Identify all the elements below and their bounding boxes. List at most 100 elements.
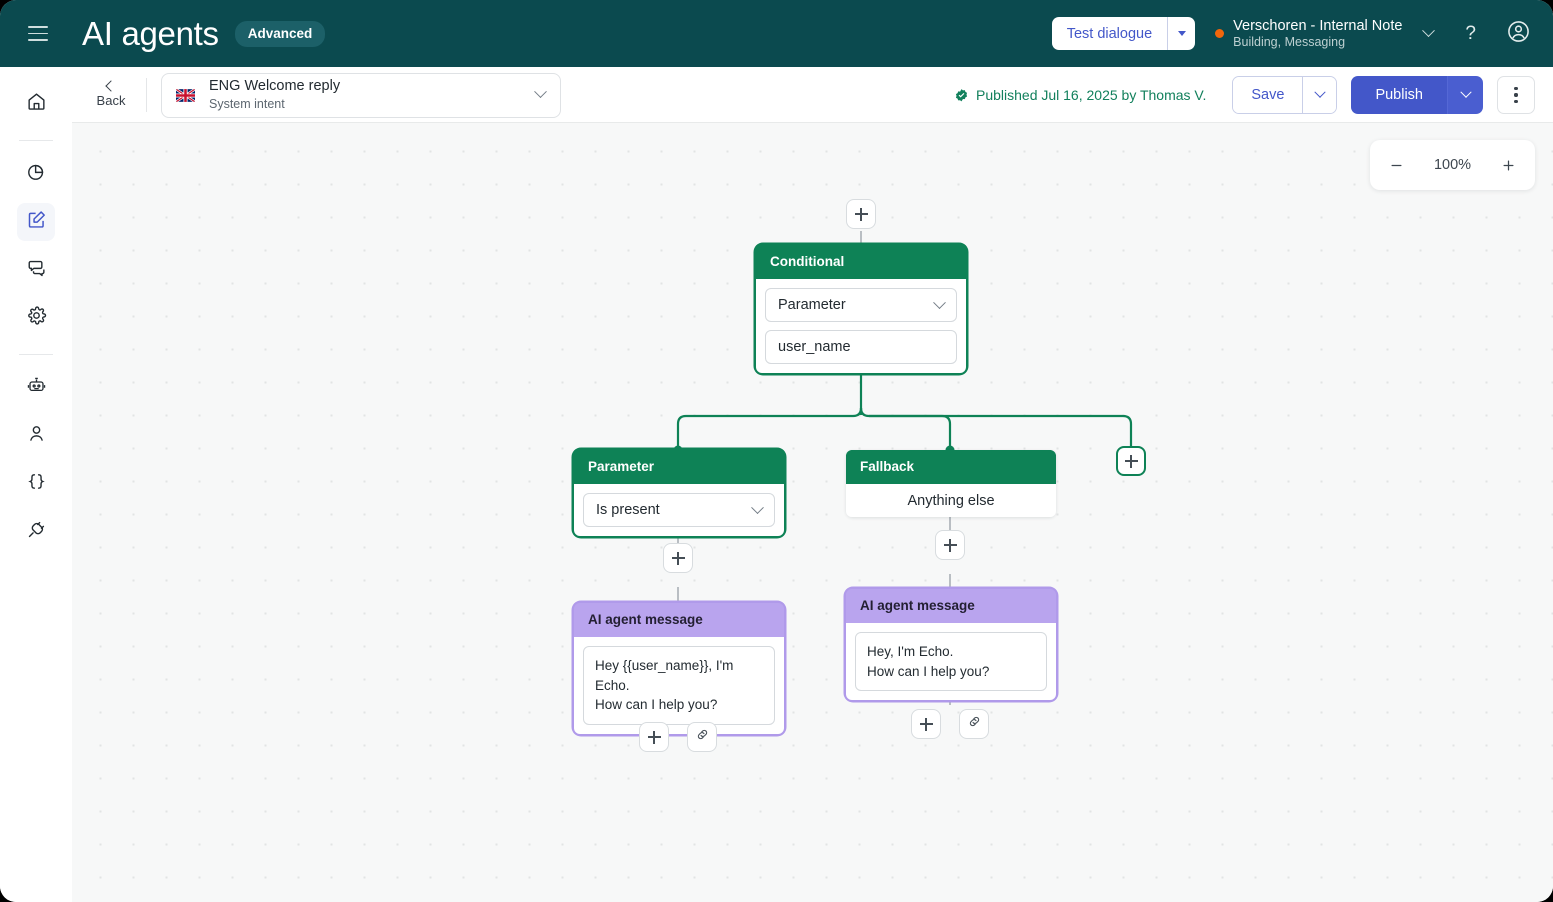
- analytics-pie-icon: [26, 161, 47, 187]
- zoom-control: 100%: [1370, 140, 1535, 190]
- add-node-button-top[interactable]: [846, 199, 876, 229]
- plus-icon: [854, 207, 868, 221]
- node-branch-fallback-title: Fallback: [846, 450, 1056, 484]
- link-node-button-parameter-end[interactable]: [687, 722, 717, 752]
- intent-title: ENG Welcome reply: [209, 78, 341, 95]
- node-conditional[interactable]: Conditional Parameter user_name: [756, 245, 966, 373]
- node-message-fallback[interactable]: AI agent message Hey, I'm Echo. How can …: [846, 589, 1056, 701]
- zoom-in-button[interactable]: [1494, 150, 1524, 180]
- zoom-out-button[interactable]: [1381, 150, 1411, 180]
- sidebar-item-conversations[interactable]: [17, 251, 55, 289]
- publish-button[interactable]: Publish: [1351, 76, 1447, 114]
- add-node-button-fallback-end[interactable]: [911, 709, 941, 739]
- plus-icon: [671, 551, 685, 565]
- more-vertical-icon[interactable]: [1497, 76, 1535, 114]
- sidebar-item-settings[interactable]: [17, 299, 55, 337]
- code-braces-icon: [26, 471, 47, 497]
- link-node-button-fallback-end[interactable]: [959, 709, 989, 739]
- add-node-button-fallback-branch[interactable]: [935, 530, 965, 560]
- add-node-button-parameter-branch[interactable]: [663, 543, 693, 573]
- sidebar-item-developer[interactable]: [17, 465, 55, 503]
- conditional-parameter-value: user_name: [778, 339, 851, 355]
- save-dropdown-toggle[interactable]: [1302, 77, 1337, 113]
- intent-subtitle: System intent: [209, 97, 285, 112]
- chevron-down-icon: [534, 85, 547, 104]
- sidebar-divider: [19, 140, 53, 141]
- message-fallback-text[interactable]: Hey, I'm Echo. How can I help you?: [855, 632, 1047, 692]
- plus-icon: [919, 717, 933, 731]
- published-status-text: Published Jul 16, 2025 by Thomas V.: [975, 87, 1207, 103]
- node-conditional-title: Conditional: [756, 245, 966, 279]
- node-branch-parameter-title: Parameter: [574, 450, 784, 484]
- caret-down-icon: [1177, 31, 1186, 36]
- node-message-parameter-title: AI agent message: [574, 603, 784, 637]
- conditional-type-value: Parameter: [778, 297, 846, 313]
- publish-group: Publish: [1351, 76, 1483, 114]
- flow-edges: [673, 231, 1133, 718]
- message-parameter-text[interactable]: Hey {{user_name}}, I'm Echo. How can I h…: [583, 646, 775, 725]
- home-icon: [26, 91, 47, 117]
- chevron-left-icon: [105, 80, 117, 92]
- back-button[interactable]: Back: [86, 80, 136, 108]
- sidebar-item-bots[interactable]: [17, 369, 55, 407]
- test-dialogue-dropdown-toggle[interactable]: [1167, 17, 1195, 50]
- publish-dropdown-toggle[interactable]: [1447, 76, 1483, 114]
- chevron-down-icon[interactable]: [1422, 24, 1436, 38]
- test-dialogue-button[interactable]: Test dialogue: [1052, 17, 1167, 50]
- account-circle-icon[interactable]: [1506, 19, 1531, 49]
- zoom-level-label: 100%: [1433, 157, 1472, 173]
- node-branch-fallback[interactable]: Fallback Anything else: [846, 450, 1056, 517]
- uk-flag-icon: [176, 88, 195, 102]
- robot-icon: [26, 375, 47, 401]
- conditional-type-select[interactable]: Parameter: [765, 288, 957, 322]
- sidebar-divider-2: [19, 354, 53, 355]
- edit-square-icon: [26, 209, 47, 235]
- node-message-fallback-title: AI agent message: [846, 589, 1056, 623]
- hamburger-icon[interactable]: [28, 21, 54, 47]
- toolbar-bottom-border: [72, 122, 1553, 123]
- sidebar-item-users[interactable]: [17, 417, 55, 455]
- node-branch-parameter[interactable]: Parameter Is present: [574, 450, 784, 536]
- branch-fallback-value: Anything else: [846, 484, 1056, 517]
- header-actions: Test dialogue Verschoren - Internal Note…: [1051, 17, 1553, 51]
- sidebar-item-home[interactable]: [17, 85, 55, 123]
- editor-toolbar: Back ENG Welcome reply System intent: [72, 67, 1553, 123]
- back-label: Back: [96, 93, 126, 108]
- intent-selector[interactable]: ENG Welcome reply System intent: [161, 72, 561, 118]
- chevron-down-icon: [751, 500, 764, 514]
- link-chain-icon: [967, 714, 982, 734]
- left-sidebar: [0, 67, 72, 902]
- sidebar-item-builder[interactable]: [17, 203, 55, 241]
- page-title: AI agents: [82, 15, 219, 52]
- chevron-down-icon: [933, 295, 946, 309]
- person-icon: [26, 423, 47, 449]
- chat-bubbles-icon: [26, 257, 47, 283]
- add-branch-button[interactable]: [1116, 446, 1146, 476]
- save-button[interactable]: Save: [1233, 77, 1303, 113]
- help-icon[interactable]: ?: [1465, 22, 1476, 44]
- toolbar-divider: [146, 78, 147, 112]
- published-status: Published Jul 16, 2025 by Thomas V.: [954, 87, 1206, 103]
- save-group: Save: [1232, 76, 1338, 114]
- plug-icon: [26, 519, 47, 545]
- status-dot-icon: [1215, 29, 1225, 38]
- node-message-parameter[interactable]: AI agent message Hey {{user_name}}, I'm …: [574, 603, 784, 734]
- sidebar-item-integrations[interactable]: [17, 513, 55, 551]
- top-header: AI agents Advanced Test dialogue Verscho…: [0, 0, 1553, 67]
- branch-parameter-condition-select[interactable]: Is present: [583, 493, 775, 527]
- verified-check-icon: [954, 88, 969, 103]
- add-node-button-parameter-end[interactable]: [639, 722, 669, 752]
- plus-icon: [647, 730, 661, 744]
- gear-icon: [26, 305, 47, 331]
- flow-canvas[interactable]: Conditional Parameter user_name Paramete…: [72, 123, 1553, 902]
- plus-icon: [1124, 454, 1138, 468]
- branch-parameter-condition-value: Is present: [596, 502, 660, 518]
- link-chain-icon: [695, 727, 710, 747]
- sidebar-item-analytics[interactable]: [17, 155, 55, 193]
- test-dialogue-group: Test dialogue: [1051, 17, 1196, 50]
- plus-icon: [943, 538, 957, 552]
- workspace-subtitle: Building, Messaging: [1233, 34, 1346, 49]
- conditional-parameter-input[interactable]: user_name: [765, 330, 957, 364]
- workspace-switcher[interactable]: Verschoren - Internal Note Building, Mes…: [1215, 17, 1436, 51]
